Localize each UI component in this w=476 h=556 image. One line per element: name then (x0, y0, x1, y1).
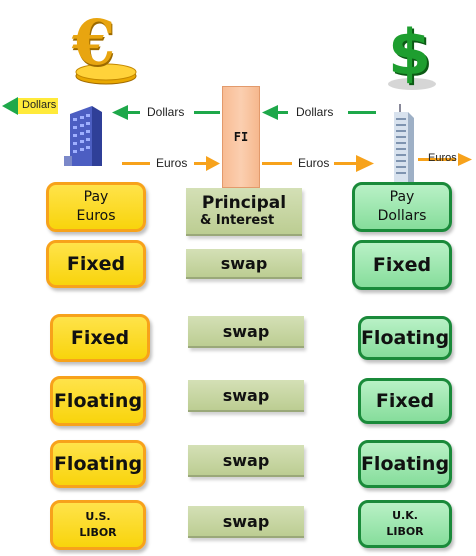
arrow-euros-right (418, 153, 472, 166)
fi-box: FI (222, 86, 260, 188)
left-building-icon (62, 104, 108, 166)
row5-right-box: U.K. LIBOR (358, 500, 452, 548)
arrow-label-dollars-mid: Dollars (147, 105, 185, 119)
row2-right-box: Floating (358, 316, 452, 360)
row5-left-line2: LIBOR (79, 526, 117, 539)
header-right-box: Pay Dollars (352, 182, 452, 232)
row1-left-box: Fixed (46, 240, 146, 288)
row4-left-box: Floating (50, 440, 146, 488)
row5-left-box: U.S. LIBOR (50, 500, 146, 550)
row3-right-box: Fixed (358, 378, 452, 424)
row2-swap-label: swap (222, 321, 270, 341)
header-middle-line1: Principal (201, 193, 287, 213)
header-middle-box: Principal & Interest (186, 188, 302, 236)
arrow-label-dollars-left: Dollars (22, 99, 57, 111)
row4-left-label: Floating (53, 453, 143, 475)
row4-right-box: Floating (358, 440, 452, 488)
row5-left-line1: U.S. (85, 510, 111, 523)
row4-swap-label: swap (222, 450, 270, 470)
arrow-euros-mid (262, 155, 374, 172)
arrow-dollars-left (2, 97, 58, 115)
row3-left-label: Floating (53, 390, 143, 412)
flow-arrows (2, 97, 472, 172)
header-right-line1: Pay (389, 189, 415, 205)
row3-left-box: Floating (50, 376, 146, 426)
row4-swap-box: swap (188, 445, 304, 477)
row5-right-line2: LIBOR (386, 525, 424, 538)
dollar-sign-icon: $ (382, 16, 442, 92)
row2-left-box: Fixed (50, 314, 150, 362)
row5-right-line1: U.K. (392, 509, 418, 522)
header-left-line2: Euros (76, 208, 116, 224)
fi-label: FI (233, 130, 249, 144)
row2-left-label: Fixed (70, 327, 130, 349)
arrow-label-euros-right: Euros (428, 152, 457, 164)
dollar-symbol: $ (388, 16, 432, 89)
header-left-line1: Pay (83, 189, 109, 205)
row2-right-label: Floating (360, 327, 450, 349)
row3-swap-label: swap (222, 385, 270, 405)
row2-swap-box: swap (188, 316, 304, 348)
row1-swap-label: swap (220, 253, 268, 273)
arrow-label-euros-mid: Euros (298, 156, 330, 170)
row3-right-label: Fixed (375, 390, 435, 412)
row1-right-box: Fixed (352, 240, 452, 290)
header-right-line2: Dollars (377, 208, 427, 224)
row5-swap-box: swap (188, 506, 304, 538)
row1-left-label: Fixed (66, 253, 126, 275)
arrow-label-euros-left: Euros (156, 156, 188, 170)
arrow-dollars-right (262, 105, 376, 120)
header-left-box: Pay Euros (46, 182, 146, 232)
arrow-label-dollars-right: Dollars (296, 105, 334, 119)
arrow-dollars-mid (112, 105, 220, 120)
euro-symbol: € (72, 6, 116, 79)
header-middle-line2: & Interest (200, 213, 275, 228)
row5-swap-label: swap (222, 511, 270, 531)
row1-right-label: Fixed (372, 254, 432, 276)
row1-swap-box: swap (186, 249, 302, 279)
row4-right-label: Floating (360, 453, 450, 475)
arrow-euros-left (122, 156, 220, 171)
euro-coin-icon: € (64, 6, 140, 88)
row3-swap-box: swap (188, 380, 304, 412)
right-building-icon (388, 104, 418, 182)
